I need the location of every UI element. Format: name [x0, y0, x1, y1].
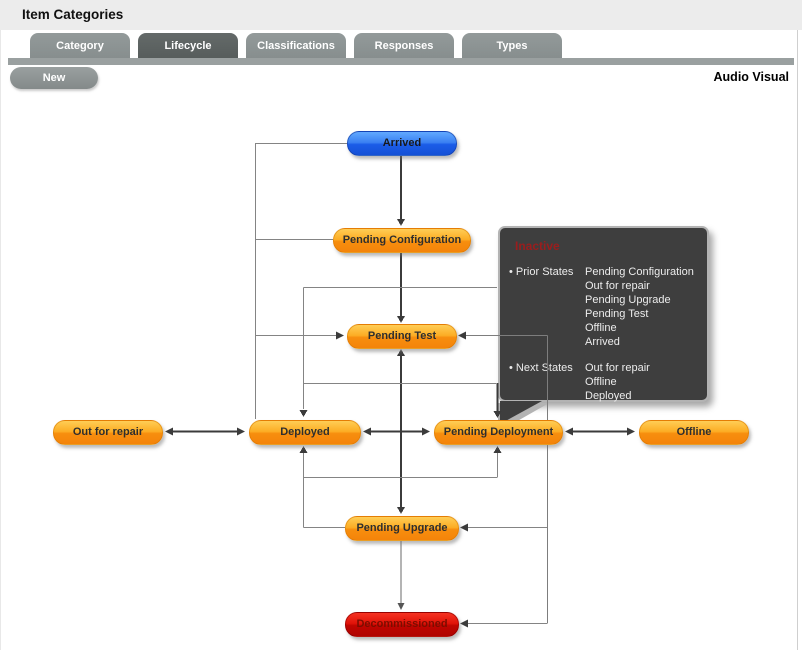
new-button[interactable]: New	[10, 67, 98, 89]
state-node-deployed[interactable]: Deployed	[249, 420, 361, 445]
toolbar: New Audio Visual	[0, 65, 802, 95]
state-node-pending-deployment[interactable]: Pending Deployment	[434, 420, 563, 445]
tab-category[interactable]: Category	[30, 33, 130, 58]
tooltip-next-states: Next States Out for repair Offline Deplo…	[509, 361, 707, 403]
page-left-border	[0, 30, 1, 650]
tab-responses[interactable]: Responses	[354, 33, 454, 58]
category-context-label: Audio Visual	[713, 70, 789, 84]
state-tooltip: Inactive Prior States Pending Configurat…	[498, 226, 709, 402]
state-node-out-for-repair[interactable]: Out for repair	[53, 420, 163, 445]
tooltip-title: Inactive	[515, 239, 560, 253]
tab-lifecycle[interactable]: Lifecycle	[138, 33, 238, 58]
page-title: Item Categories	[22, 7, 124, 22]
state-node-pending-configuration[interactable]: Pending Configuration	[333, 228, 471, 253]
state-node-decommissioned[interactable]: Decommissioned	[345, 612, 459, 637]
tab-bar: Category Lifecycle Classifications Respo…	[0, 30, 802, 58]
page-right-border	[797, 30, 798, 650]
state-node-pending-test[interactable]: Pending Test	[347, 324, 457, 349]
state-node-arrived[interactable]: Arrived	[347, 131, 457, 156]
tab-classifications[interactable]: Classifications	[246, 33, 346, 58]
tabstrip-divider	[8, 58, 794, 65]
state-node-pending-upgrade[interactable]: Pending Upgrade	[345, 516, 459, 541]
state-node-offline[interactable]: Offline	[639, 420, 749, 445]
tab-types[interactable]: Types	[462, 33, 562, 58]
tooltip-prior-states: Prior States Pending Configuration Out f…	[509, 265, 707, 349]
